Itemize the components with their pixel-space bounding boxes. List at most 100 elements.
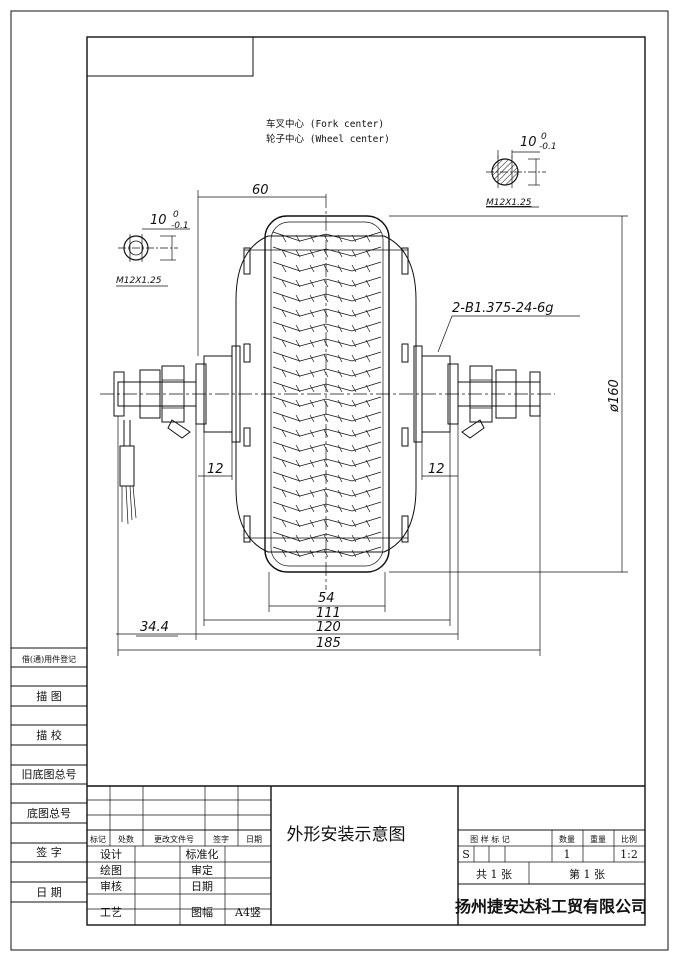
tread-mark [351, 534, 357, 543]
tread-mark [337, 474, 343, 483]
tread-mark [351, 339, 357, 348]
tread-mark [295, 339, 301, 348]
tread-mark [309, 534, 315, 543]
tread-mark [337, 504, 343, 513]
side-label-old-base-no: 旧底图总号 [22, 767, 77, 781]
tread-groove [272, 456, 382, 467]
tread-mark [309, 519, 315, 528]
outer-border [10, 10, 669, 951]
tread-mark [281, 309, 287, 318]
tread-mark [295, 534, 301, 543]
weight-label: 重量 [590, 834, 606, 844]
qty-label: 数量 [559, 834, 575, 844]
tread-mark [351, 279, 357, 288]
tread-mark [281, 534, 287, 543]
tread-mark [351, 519, 357, 528]
dim-12-left: 12 [207, 462, 224, 477]
tread-mark [309, 489, 315, 498]
tread-mark [281, 399, 287, 408]
tread-mark [281, 249, 287, 258]
tread-groove [272, 546, 382, 557]
tread-mark [351, 549, 357, 558]
wheel-center-note: 轮子中心 (Wheel center) [266, 133, 390, 145]
tread-mark [337, 489, 343, 498]
tire-tread [272, 231, 382, 558]
tread-mark [295, 519, 301, 528]
tread-mark [365, 549, 371, 558]
row-standard: 标准化 [186, 847, 219, 861]
tol-right-main: 10 [520, 135, 537, 150]
tread-mark [281, 504, 287, 513]
tread-groove [272, 486, 382, 497]
tread-mark [309, 459, 315, 468]
tread-mark [323, 294, 329, 303]
tread-mark [323, 234, 329, 243]
tread-groove [272, 321, 382, 332]
tread-mark [323, 534, 329, 543]
tread-mark [337, 264, 343, 273]
hdr-change-doc: 更改文件号 [154, 834, 194, 844]
tread-mark [337, 549, 343, 558]
tread-mark [365, 384, 371, 393]
tread-mark [309, 279, 315, 288]
thread-left-label: M12X1.25 [116, 276, 162, 286]
tread-mark [295, 309, 301, 318]
tread-mark [281, 444, 287, 453]
tread-groove [272, 291, 382, 302]
title-block: 标记 处数 更改文件号 签字 日期 设计 标准化 绘图 审定 审核 日期 工艺 … [87, 785, 647, 925]
tread-mark [309, 234, 315, 243]
company-name: 扬州捷安达科工贸有限公司 [455, 897, 647, 916]
row-review: 审核 [100, 879, 122, 893]
tread-groove [272, 531, 382, 542]
side-label-base-no: 底图总号 [27, 806, 71, 820]
tread-mark [337, 249, 343, 258]
tread-mark [309, 414, 315, 423]
tread-mark [351, 474, 357, 483]
side-label-sign: 签 字 [36, 845, 62, 859]
tread-mark [365, 324, 371, 333]
tread-mark [323, 429, 329, 438]
hdr-sign: 签字 [213, 834, 229, 844]
tread-mark [281, 369, 287, 378]
tread-mark [337, 534, 343, 543]
side-register: 借(通)用件登记 描 图 描 校 旧底图总号 底图总号 签 字 日 期 [11, 647, 87, 903]
scale-value: 1:2 [620, 848, 638, 861]
tread-mark [323, 369, 329, 378]
tol-left-up: 0 [173, 210, 179, 220]
tread-mark [351, 489, 357, 498]
inner-frame [86, 36, 646, 926]
bearing-label: 2-B1.375-24-6g [452, 301, 554, 316]
thread-detail-right: 10 0 -0.1 M12X1.25 [486, 132, 557, 208]
sheet-number: 第 1 张 [569, 867, 605, 881]
tread-mark [281, 354, 287, 363]
tread-groove [272, 516, 382, 527]
tread-mark [295, 324, 301, 333]
dim-34-4: 34.4 [140, 620, 169, 635]
mark-label: 图 样 标 记 [470, 834, 510, 844]
hdr-mark: 标记 [90, 834, 106, 844]
tread-mark [323, 264, 329, 273]
tread-mark [295, 264, 301, 273]
tread-mark [365, 279, 371, 288]
tread-mark [309, 354, 315, 363]
tread-mark [365, 339, 371, 348]
row-process: 工艺 [100, 906, 122, 919]
tread-mark [295, 384, 301, 393]
tread-mark [323, 384, 329, 393]
dim-120: 120 [316, 620, 341, 635]
side-label-trace-check: 描 校 [36, 728, 62, 742]
row-draw: 绘图 [100, 863, 122, 877]
tread-mark [365, 519, 371, 528]
side-label-date: 日 期 [36, 886, 62, 899]
tread-groove [272, 261, 382, 272]
tread-mark [365, 474, 371, 483]
tread-mark [365, 444, 371, 453]
tread-groove [272, 441, 382, 452]
tread-mark [337, 444, 343, 453]
tol-right-down: -0.1 [539, 142, 557, 152]
dim-60: 60 [252, 183, 269, 198]
tread-mark [323, 489, 329, 498]
hdr-count: 处数 [118, 834, 134, 844]
tread-mark [323, 414, 329, 423]
tread-mark [281, 279, 287, 288]
